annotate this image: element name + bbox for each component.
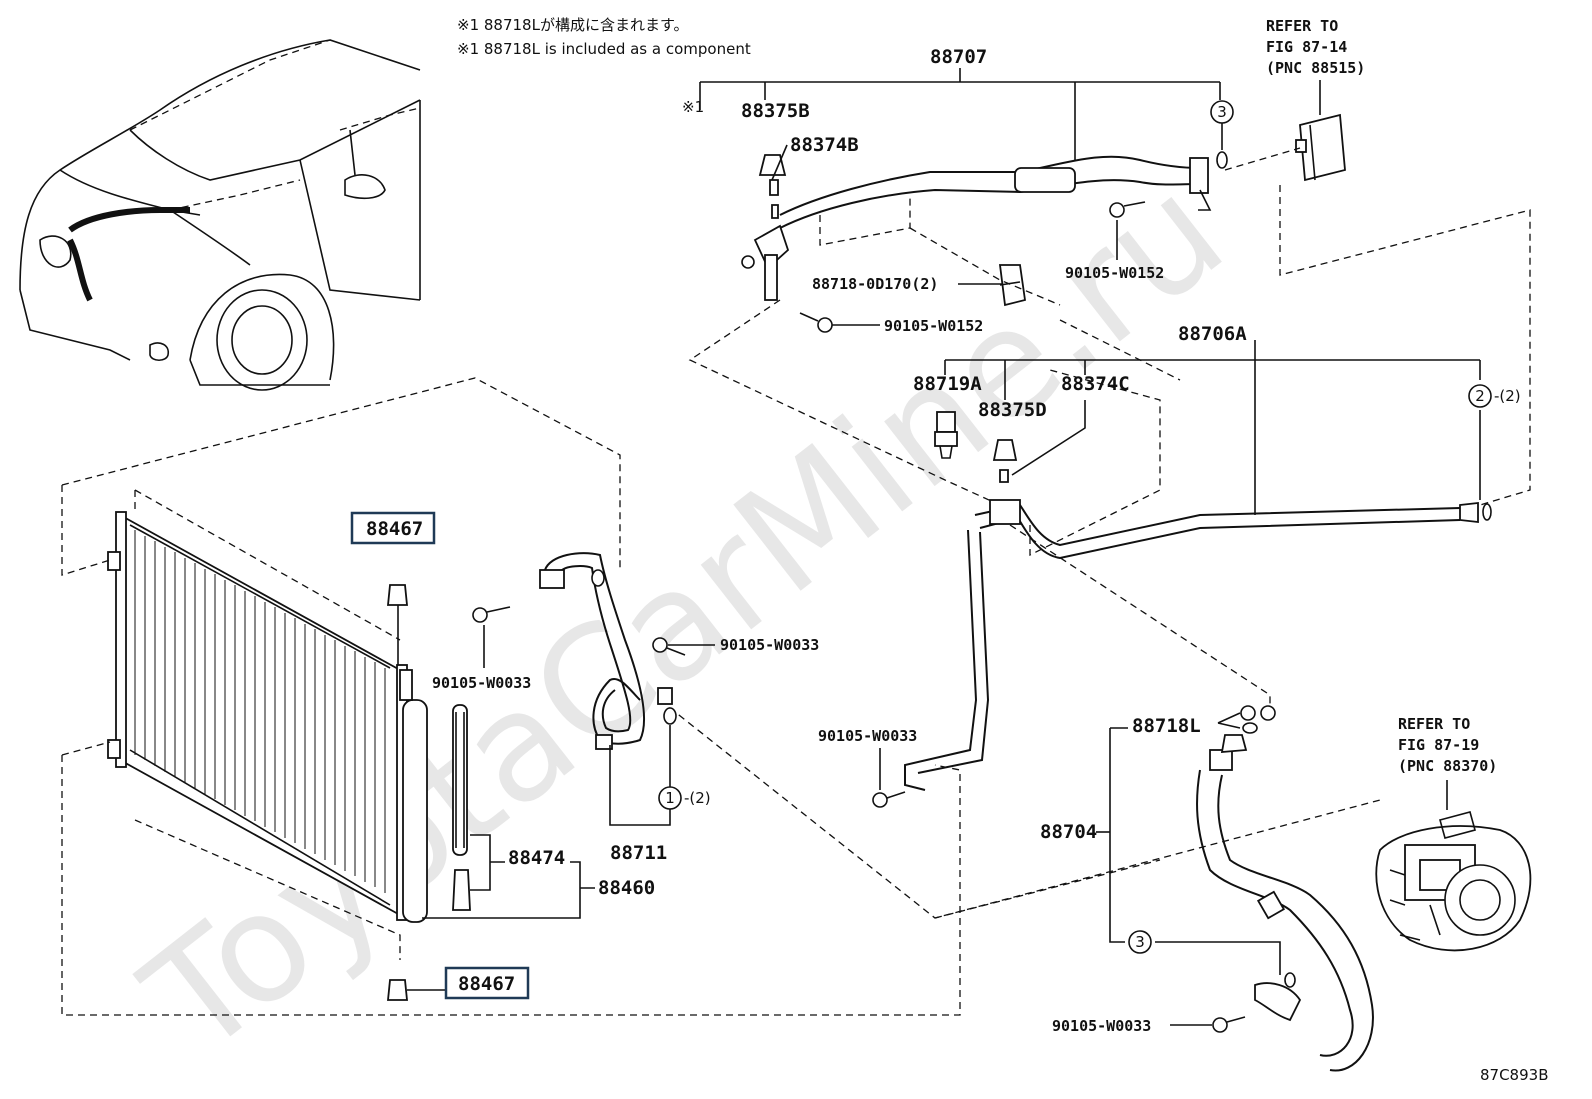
label-box-88467-bottom [444,966,530,1000]
label-88718L: 88718L [1132,715,1201,737]
label-90105-W0033-b: 90105-W0033 [720,636,819,654]
note-english: ※1 88718L is included as a component [457,40,751,58]
ref-right-line3: (PNC 88370) [1398,757,1497,775]
compressor-ref [1375,780,1532,952]
label-88467-bottom: 88467 [458,973,515,995]
label-88706A: 88706A [1178,323,1247,345]
callout-circle-1 [658,786,682,810]
label-90105-W0152-b: 90105-W0152 [884,317,983,335]
hose-88711 [539,552,677,826]
pipe-assembly-88707 [699,68,1228,307]
ref-right-line1: REFER TO [1398,715,1470,733]
label-box-88467-top [350,511,436,545]
pipe-assembly-88706A [904,340,1492,791]
label-90105-W0033-d: 90105-W0033 [1052,1017,1151,1035]
label-90105-W0033-a: 90105-W0033 [432,674,531,692]
vehicle-front-illustration [19,39,421,391]
callout-circle-3-bottom [1128,930,1152,954]
mark-note-1: ※1 [682,98,704,116]
ref-top-line2: FIG 87-14 [1266,38,1347,56]
label-88374C: 88374C [1061,373,1130,395]
bolt-icon-group-top [799,201,1146,333]
label-88375B: 88375B [741,100,810,122]
callout-circle-2 [1468,384,1492,408]
label-88460: 88460 [598,877,655,899]
condenser-88460 [107,511,471,1001]
label-88704: 88704 [1040,821,1097,843]
label-88707: 88707 [930,46,987,68]
label-88711: 88711 [610,842,667,864]
callout-3-bottom: 3 [1135,933,1145,951]
condenser-fins [134,530,386,893]
hose-88704 [1109,705,1374,1072]
label-90105-W0152-a: 90105-W0152 [1065,264,1164,282]
callout-1: 1 [665,789,675,807]
bolt-icon-group-middle [472,606,1246,1033]
ref-right-line2: FIG 87-19 [1398,736,1479,754]
label-88719A: 88719A [913,373,982,395]
label-88374B: 88374B [790,134,859,156]
label-88718-0D170: 88718-0D170(2) [812,275,938,293]
label-88474: 88474 [508,847,565,869]
note-japanese: ※1 88718Lが構成に含まれます。 [457,16,688,34]
ref-top-line1: REFER TO [1266,17,1338,35]
callout-2-qty: -(2) [1494,387,1521,405]
callout-3-top: 3 [1217,103,1227,121]
expansion-valve-ref [1295,80,1346,182]
label-88467-top: 88467 [366,518,423,540]
callout-1-qty: -(2) [684,789,711,807]
label-90105-W0033-c: 90105-W0033 [818,727,917,745]
diagram-code: 87C893B [1480,1066,1548,1084]
callout-2: 2 [1475,387,1485,405]
ref-top-line3: (PNC 88515) [1266,59,1365,77]
label-88375D: 88375D [978,399,1047,421]
